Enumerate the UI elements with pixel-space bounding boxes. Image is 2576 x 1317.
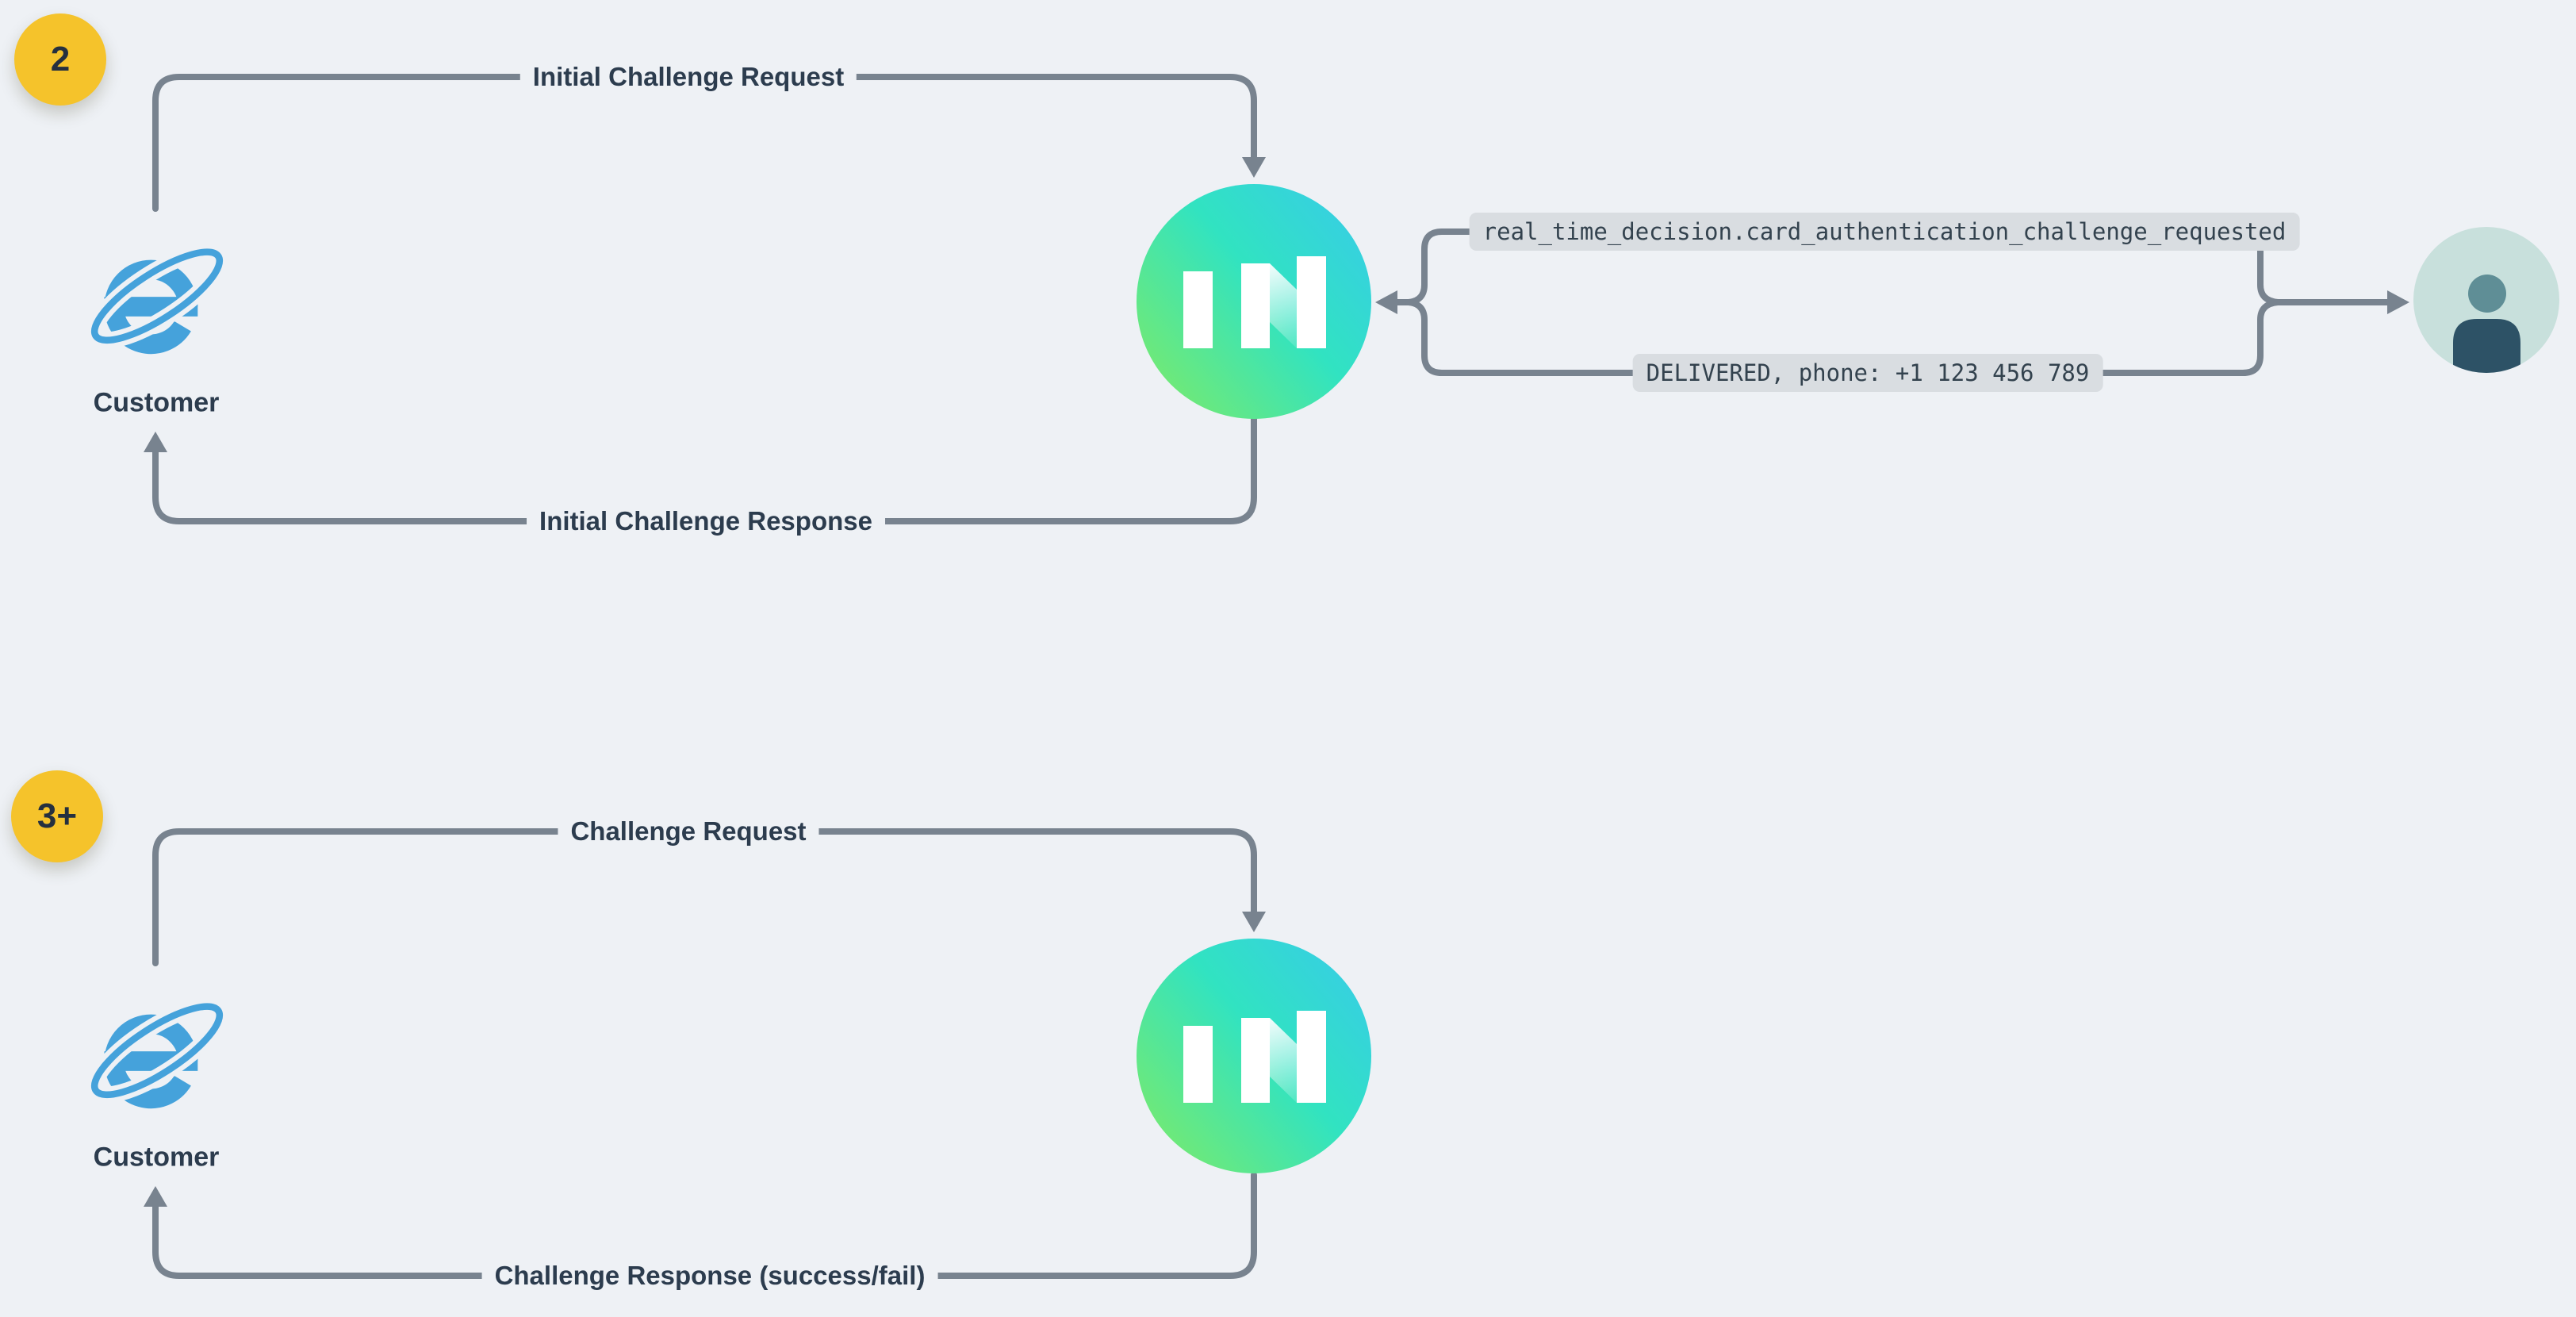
customer-label: Customer xyxy=(93,387,220,418)
request-arrowhead-1 xyxy=(1242,157,1266,178)
webhook-event-badge: real_time_decision.card_authentication_c… xyxy=(1469,213,2300,251)
response-label: Initial Challenge Response xyxy=(527,503,885,539)
response-label: Challenge Response (success/fail) xyxy=(481,1257,938,1294)
response-arrowhead-1 xyxy=(144,432,167,452)
person-icon xyxy=(2413,227,2559,373)
step-badge: 2 xyxy=(14,13,106,106)
request-label: Initial Challenge Request xyxy=(519,59,857,95)
request-connector-1 xyxy=(152,74,1257,212)
in-inbound-arrowhead xyxy=(1375,290,1397,314)
increase-logo-icon xyxy=(1137,184,1371,419)
internet-explorer-icon xyxy=(82,224,232,374)
request-label: Challenge Request xyxy=(558,813,819,850)
step-badge-label: 3+ xyxy=(36,797,78,835)
request-arrowhead-2 xyxy=(1242,912,1266,932)
customer-label: Customer xyxy=(93,1142,220,1173)
request-connector-2 xyxy=(152,828,1257,966)
response-arrowhead-2 xyxy=(144,1186,167,1207)
step-badge-label: 2 xyxy=(50,40,71,79)
delivery-status-badge: DELIVERED, phone: +1 123 456 789 xyxy=(1632,354,2103,392)
increase-logo-icon xyxy=(1137,939,1371,1173)
person-inbound-arrowhead xyxy=(2387,290,2409,314)
step-badge: 3+ xyxy=(11,770,103,862)
internet-explorer-icon xyxy=(82,978,232,1129)
